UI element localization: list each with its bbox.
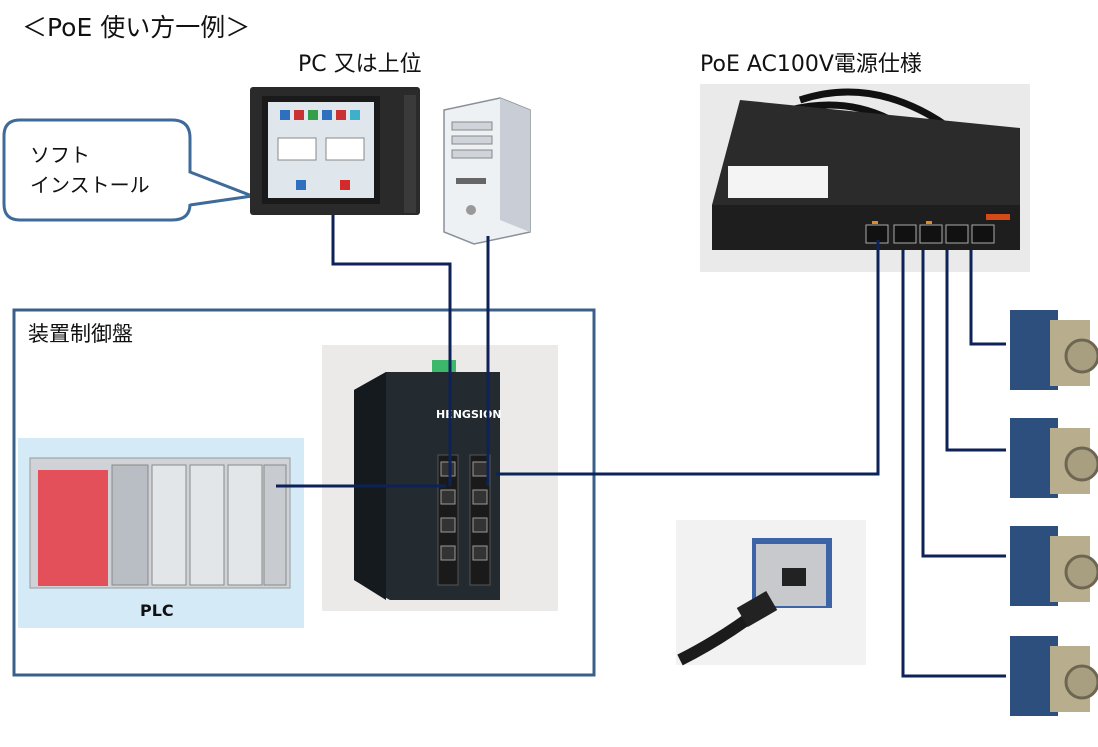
camera-icon xyxy=(1010,636,1098,716)
network-cables xyxy=(276,215,1006,678)
cabinet-frame xyxy=(12,308,596,677)
page-title: ＜PoE 使い方一例＞ xyxy=(22,13,251,42)
pc-label: PC 又は上位 xyxy=(298,52,422,77)
camera-icon xyxy=(1010,418,1098,498)
poe-switch-icon xyxy=(700,84,1030,272)
software-install-callout xyxy=(2,118,258,222)
camera-icon xyxy=(1010,310,1098,390)
camera-connector-photo-icon xyxy=(676,520,866,666)
plc-icon xyxy=(18,438,304,628)
pc-tower-icon xyxy=(443,97,531,245)
switch-brand-text: HENGSION xyxy=(436,408,502,421)
industrial-switch-icon: HENGSION xyxy=(322,345,558,611)
callout-text: ソフト インストール xyxy=(30,143,150,197)
cabinet-label: 装置制御盤 xyxy=(28,322,133,346)
poe-power-label: PoE AC100V電源仕様 xyxy=(700,52,922,77)
camera-icon xyxy=(1010,526,1098,606)
hmi-touch-panel-icon xyxy=(250,87,420,215)
plc-label: PLC xyxy=(140,601,174,620)
